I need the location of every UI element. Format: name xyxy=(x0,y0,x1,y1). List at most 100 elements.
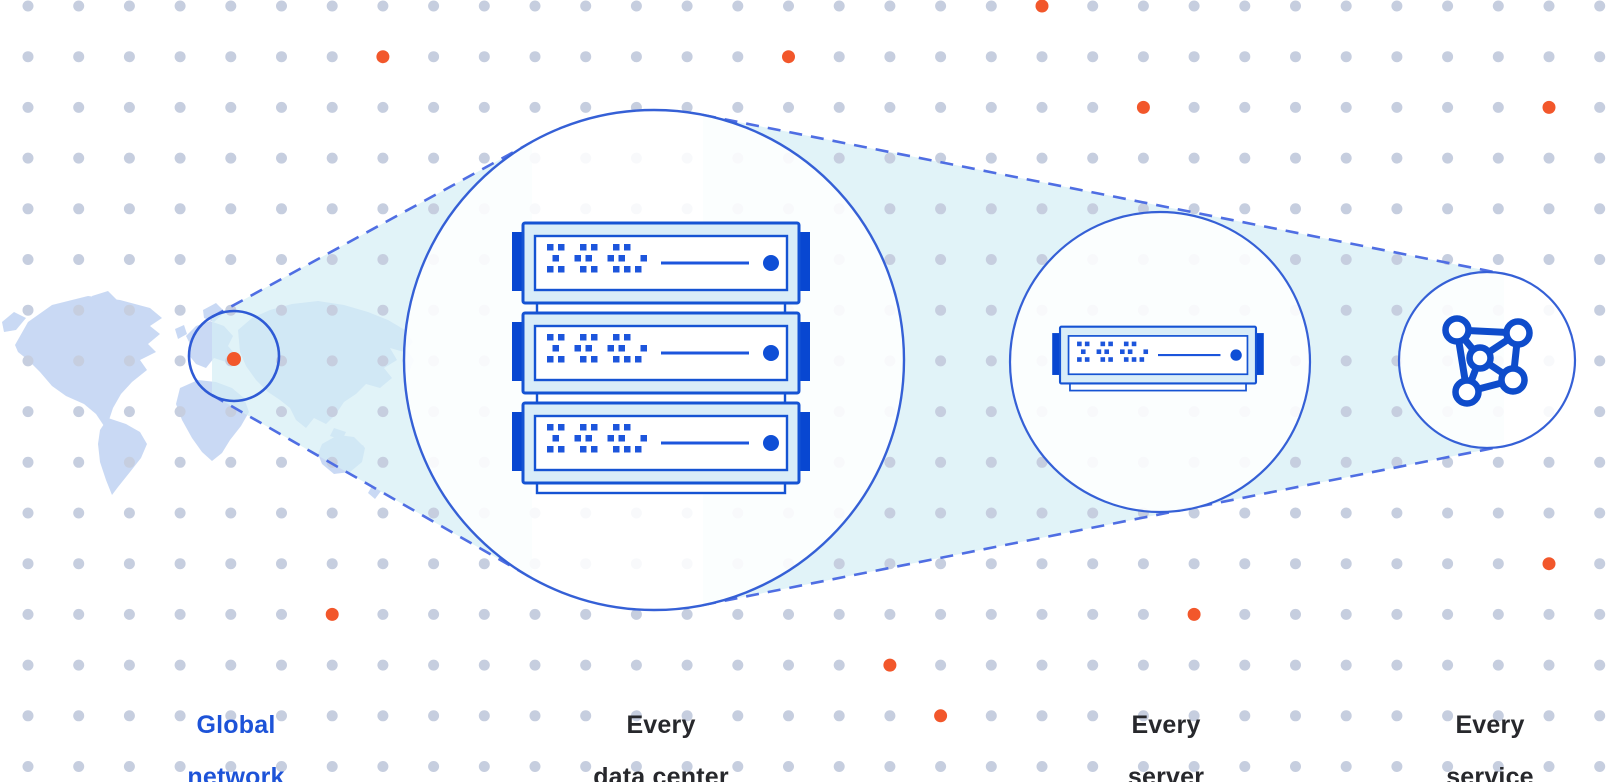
grid-dot xyxy=(1543,51,1555,63)
grid-dot xyxy=(1442,203,1454,215)
grid-dot xyxy=(529,101,541,113)
grid-dot xyxy=(1594,203,1606,215)
grid-dot xyxy=(1594,558,1606,570)
grid-dot xyxy=(478,51,490,63)
grid-dot xyxy=(1239,608,1251,620)
grid-dot xyxy=(529,608,541,620)
grid-dot xyxy=(22,608,34,620)
label-line: Global xyxy=(196,711,276,739)
grid-dot xyxy=(1239,710,1251,722)
grid-dot xyxy=(276,304,287,316)
grid-dot xyxy=(225,608,237,620)
grid-dot xyxy=(732,659,744,671)
accent-dot xyxy=(325,607,339,621)
grid-dot xyxy=(935,304,947,316)
grid-dot xyxy=(833,0,845,12)
grid-dot xyxy=(428,203,440,215)
grid-dot xyxy=(1442,152,1454,164)
grid-dot xyxy=(1340,101,1352,113)
grid-dot xyxy=(73,254,85,265)
grid-dot xyxy=(123,456,135,468)
label-line: service xyxy=(1446,763,1534,782)
grid-dot xyxy=(326,0,338,12)
grid-dot xyxy=(1188,0,1200,12)
island-britain xyxy=(175,325,187,339)
label-global-network: Global network xyxy=(76,686,396,782)
grid-dot xyxy=(22,51,34,63)
grid-dot xyxy=(1543,456,1555,468)
grid-dot xyxy=(580,659,592,671)
grid-dot xyxy=(377,355,389,367)
grid-dot xyxy=(1290,507,1301,519)
grid-dot xyxy=(1290,558,1301,570)
grid-dot xyxy=(1594,152,1606,164)
label-every-data-center: Every data center xyxy=(501,686,821,782)
grid-dot xyxy=(1391,0,1403,12)
server-rack-icon xyxy=(510,221,812,495)
grid-dot xyxy=(276,659,287,671)
grid-dot xyxy=(935,406,947,418)
continent-greenland xyxy=(92,291,117,313)
grid-dot xyxy=(783,0,794,12)
grid-dot xyxy=(1290,0,1301,12)
grid-dot xyxy=(377,203,389,215)
grid-dot xyxy=(1340,608,1352,620)
grid-dot xyxy=(1543,659,1555,671)
grid-dot xyxy=(276,456,287,468)
grid-dot xyxy=(225,0,237,12)
grid-dot xyxy=(428,152,440,164)
grid-dot xyxy=(225,761,237,772)
grid-dot xyxy=(630,761,642,772)
grid-dot xyxy=(1340,710,1352,722)
grid-dot xyxy=(22,203,34,215)
grid-dot xyxy=(1543,152,1555,164)
grid-dot xyxy=(225,558,237,570)
grid-dot xyxy=(1137,558,1149,570)
grid-dot xyxy=(1340,558,1352,570)
grid-dot xyxy=(174,51,186,63)
grid-dot xyxy=(174,456,186,468)
grid-dot xyxy=(174,304,186,316)
grid-dot xyxy=(428,51,440,63)
grid-dot xyxy=(1239,659,1251,671)
grid-dot xyxy=(630,710,642,722)
grid-dot xyxy=(1391,761,1403,772)
grid-dot xyxy=(732,51,744,63)
grid-dot xyxy=(123,355,135,367)
grid-dot xyxy=(1492,203,1504,215)
grid-dot xyxy=(884,152,896,164)
grid-dot xyxy=(123,51,135,63)
grid-dot xyxy=(1594,51,1606,63)
grid-dot xyxy=(1340,659,1352,671)
grid-dot xyxy=(1543,0,1555,12)
grid-dot xyxy=(1137,761,1149,772)
grid-dot xyxy=(1290,51,1301,63)
grid-dot xyxy=(935,254,947,265)
grid-dot xyxy=(1492,456,1504,468)
grid-dot xyxy=(1340,203,1352,215)
network-node-center xyxy=(1466,344,1494,372)
grid-dot xyxy=(377,304,389,316)
grid-dot xyxy=(985,152,997,164)
grid-dot xyxy=(1340,304,1352,316)
grid-dot xyxy=(529,0,541,12)
grid-dot xyxy=(935,51,947,63)
grid-dot xyxy=(1290,203,1301,215)
grid-dot xyxy=(1087,51,1099,63)
grid-dot xyxy=(1239,101,1251,113)
grid-dot xyxy=(174,507,186,519)
grid-dot xyxy=(1036,659,1048,671)
grid-dot xyxy=(1087,710,1099,722)
grid-dot xyxy=(1290,101,1301,113)
rack-server-1 xyxy=(510,221,812,315)
grid-dot xyxy=(1442,608,1454,620)
grid-dot xyxy=(884,51,896,63)
grid-dot xyxy=(681,0,693,12)
grid-dot xyxy=(1391,304,1403,316)
grid-dot xyxy=(174,355,186,367)
grid-dot xyxy=(276,101,287,113)
grid-dot xyxy=(428,659,440,671)
beam-dashed-edges xyxy=(211,113,1505,607)
grid-dot xyxy=(73,152,85,164)
